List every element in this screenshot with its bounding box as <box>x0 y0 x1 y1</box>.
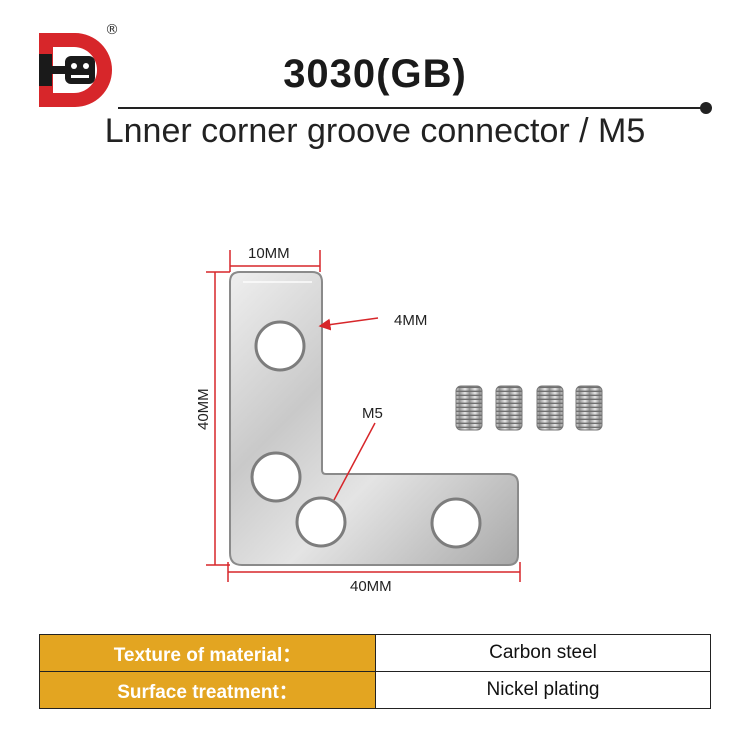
dim-top-width-label: 10MM <box>248 245 290 262</box>
mounting-hole <box>250 451 302 503</box>
spec-label: Texture of material： <box>39 634 376 672</box>
mounting-hole <box>430 497 482 549</box>
spec-value: Nickel plating <box>375 671 711 709</box>
header-divider-dot <box>700 102 712 114</box>
spec-label: Surface treatment： <box>39 671 376 709</box>
set-screw-icon <box>575 385 603 431</box>
dim-hole-label: M5 <box>362 405 383 422</box>
dim-slot-depth-label: 4MM <box>394 312 427 329</box>
mounting-hole <box>254 320 306 372</box>
set-screw-icon <box>536 385 564 431</box>
mounting-hole <box>295 496 347 548</box>
spec-row-material: Texture of material： Carbon steel <box>39 634 711 672</box>
dim-bottom-width-label: 40MM <box>350 578 392 595</box>
header-divider <box>118 107 706 109</box>
product-subtitle: Lnner corner groove connector / M5 <box>104 112 646 150</box>
set-screw-icon <box>455 385 483 431</box>
set-screw-icon <box>495 385 523 431</box>
set-screws-group <box>455 385 603 431</box>
spec-table: Texture of material： Carbon steel Surfac… <box>39 634 711 709</box>
product-model-title: 3030(GB) <box>283 52 467 96</box>
brand-logo-icon <box>39 33 112 107</box>
registered-mark: ® <box>105 22 119 38</box>
spec-value: Carbon steel <box>375 634 711 672</box>
spec-row-surface: Surface treatment： Nickel plating <box>39 671 711 709</box>
dim-side-height-label: 40MM <box>195 388 212 430</box>
